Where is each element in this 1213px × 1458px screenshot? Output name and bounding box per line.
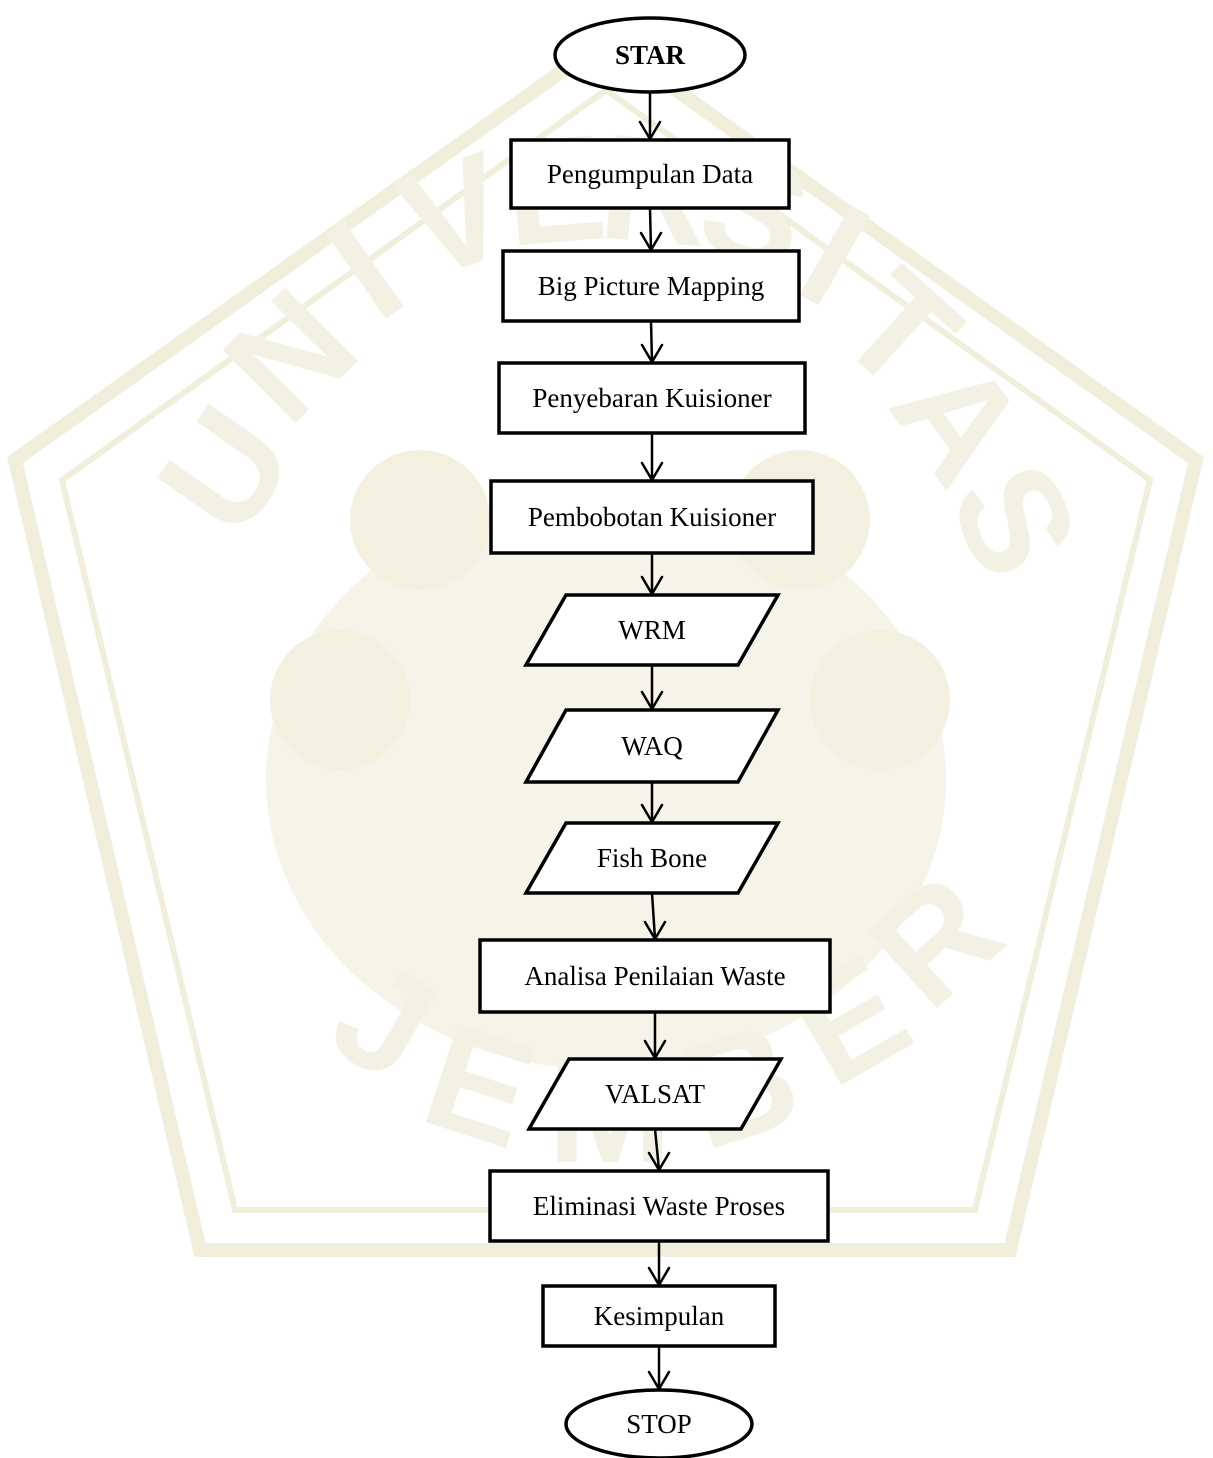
terminal-ellipse — [553, 16, 747, 94]
node-label: STAR — [615, 40, 686, 70]
flow-node-analisa-penilaian-waste: Analisa Penilaian Waste — [478, 938, 832, 1014]
process-box — [497, 361, 807, 435]
flow-node-start: STAR — [553, 16, 747, 94]
flow-node-penyebaran-kuisioner: Penyebaran Kuisioner — [497, 361, 807, 435]
data-parallelogram — [523, 708, 781, 784]
flow-node-eliminasi-waste-proses: Eliminasi Waste Proses — [488, 1169, 830, 1243]
flow-arrow-analisa-penilaian-waste-to-valsat — [643, 1012, 667, 1060]
node-label: Penyebaran Kuisioner — [532, 383, 771, 413]
arrow-line — [649, 320, 654, 363]
process-box — [501, 249, 801, 323]
data-parallelogram — [525, 1057, 785, 1131]
node-label: VALSAT — [605, 1079, 706, 1109]
arrow-line — [653, 1128, 661, 1171]
flow-node-big-picture-mapping: Big Picture Mapping — [501, 249, 801, 323]
process-box — [509, 138, 791, 210]
data-parallelogram — [522, 593, 782, 667]
node-label: Analisa Penilaian Waste — [524, 961, 785, 991]
flow-arrow-fish-bone-to-analisa-penilaian-waste — [643, 892, 667, 941]
process-box — [478, 938, 832, 1014]
flow-node-wrm: WRM — [522, 593, 782, 667]
flow-node-waq: WAQ — [523, 708, 781, 784]
node-label: Fish Bone — [597, 843, 707, 873]
flow-node-valsat: VALSAT — [525, 1057, 785, 1131]
process-box — [488, 1169, 830, 1243]
data-parallelogram — [522, 821, 782, 895]
flow-arrow-penyebaran-kuisioner-to-pembobotan-kuisioner — [640, 433, 664, 482]
flow-node-kesimpulan: Kesimpulan — [541, 1284, 777, 1348]
node-label: Big Picture Mapping — [538, 271, 764, 301]
flow-node-pembobotan-kuisioner: Pembobotan Kuisioner — [489, 479, 815, 555]
terminal-ellipse — [564, 1388, 754, 1458]
flow-node-stop: STOP — [564, 1388, 754, 1458]
flow-arrow-big-picture-mapping-to-penyebaran-kuisioner — [640, 320, 664, 364]
flow-arrow-wrm-to-waq — [640, 665, 664, 711]
flow-node-pengumpulan-data: Pengumpulan Data — [509, 138, 791, 210]
node-label: Pembobotan Kuisioner — [528, 502, 776, 532]
process-box — [489, 479, 815, 555]
flow-arrow-start-to-pengumpulan-data — [638, 92, 662, 141]
node-label: WRM — [618, 615, 686, 645]
node-label: Pengumpulan Data — [547, 159, 753, 189]
flow-arrow-pengumpulan-data-to-big-picture-mapping — [639, 207, 663, 252]
arrow-line — [650, 892, 657, 940]
node-label: WAQ — [621, 731, 683, 761]
flow-node-fish-bone: Fish Bone — [522, 821, 782, 895]
flow-arrow-pembobotan-kuisioner-to-wrm — [640, 553, 664, 596]
node-label: Kesimpulan — [594, 1301, 725, 1331]
node-label: STOP — [626, 1409, 692, 1439]
flow-arrow-eliminasi-waste-proses-to-kesimpulan — [647, 1241, 671, 1287]
flow-arrow-waq-to-fish-bone — [640, 782, 664, 824]
flow-arrow-kesimpulan-to-stop — [647, 1346, 671, 1391]
flow-arrow-valsat-to-eliminasi-waste-proses — [647, 1128, 671, 1172]
process-box — [541, 1284, 777, 1348]
arrow-line — [648, 207, 653, 251]
node-label: Eliminasi Waste Proses — [533, 1191, 785, 1221]
